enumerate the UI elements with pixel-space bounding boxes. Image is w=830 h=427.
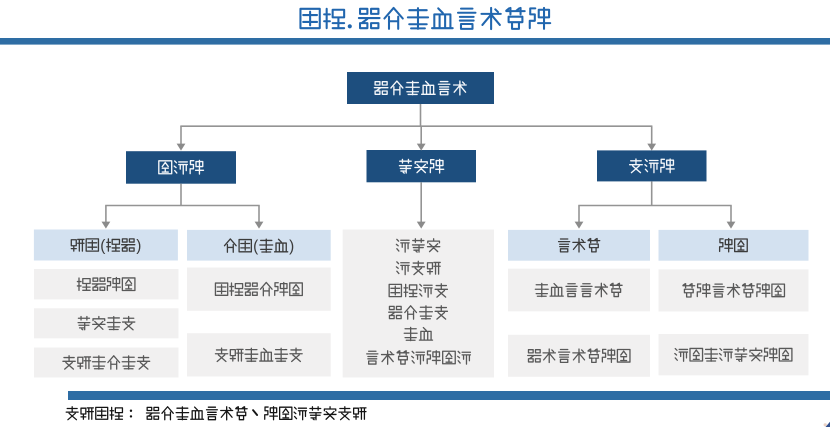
svg-text:): ) bbox=[289, 238, 294, 255]
svg-text:): ) bbox=[136, 237, 141, 254]
svg-text:(: ( bbox=[100, 237, 106, 254]
svg-text:(: ( bbox=[253, 238, 259, 255]
